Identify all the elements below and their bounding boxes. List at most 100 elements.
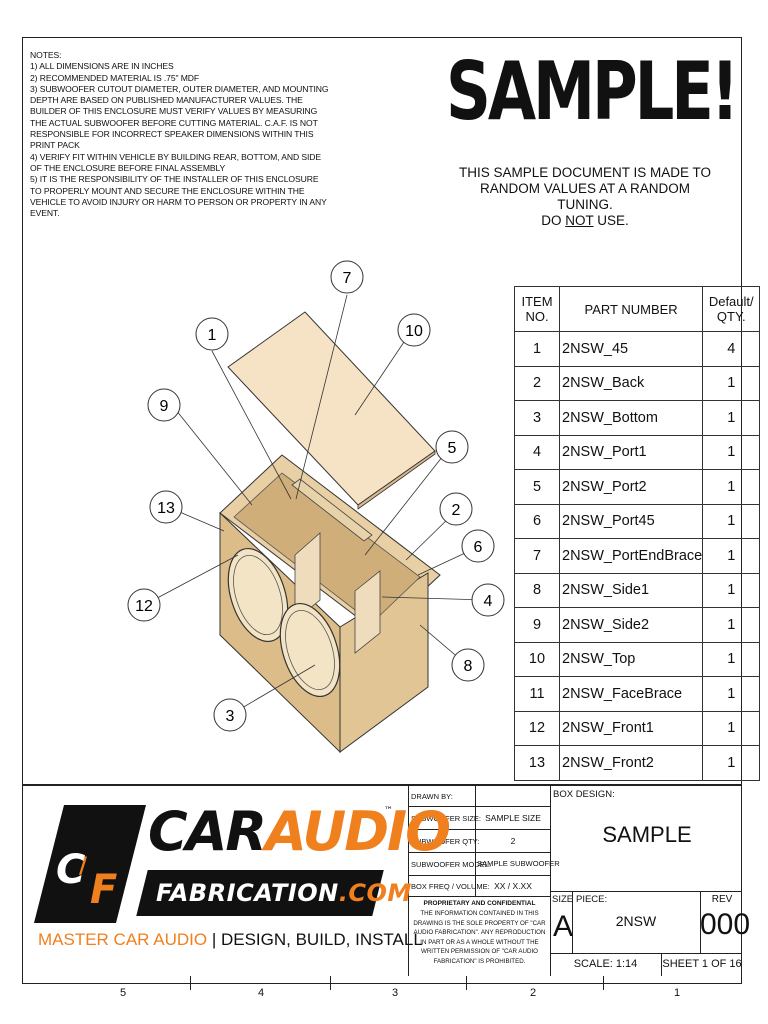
balloon-label: 10 xyxy=(405,323,423,340)
balloon-label: 3 xyxy=(226,708,235,725)
tb-size-divider xyxy=(572,891,573,953)
bom-qty: 1 xyxy=(702,641,761,677)
bom-qty: 4 xyxy=(702,331,761,367)
sample-line-1: THIS SAMPLE DOCUMENT IS MADE TO xyxy=(458,165,712,180)
balloon-label: 12 xyxy=(135,598,153,615)
woofer-ring-2 xyxy=(285,610,335,690)
bom-item-no: 6 xyxy=(514,503,560,539)
bom-item-no: 3 xyxy=(514,400,560,436)
piece-value: 2NSW xyxy=(615,913,657,929)
piece-label: PIECE: xyxy=(576,894,608,905)
rev-value: 000 xyxy=(700,908,751,941)
bom-part-number: 2NSW_Top xyxy=(558,641,704,677)
balloon-label: 6 xyxy=(474,539,483,556)
bom-qty: 1 xyxy=(702,400,761,436)
size-label: SIZE xyxy=(552,894,574,905)
bom-item-no: 2 xyxy=(514,365,560,401)
balloon-circle xyxy=(439,492,473,526)
balloon-circle xyxy=(330,260,364,294)
caf-mark-slash: / xyxy=(79,854,88,879)
sample-line-3-pre: DO xyxy=(541,213,566,228)
bom-qty: 1 xyxy=(702,710,761,746)
bom-item-no: 11 xyxy=(514,676,560,712)
bom-header-part: PART NUMBER xyxy=(558,286,704,332)
bom-item-no: 13 xyxy=(514,745,560,781)
balloon-label: 5 xyxy=(448,440,457,457)
logo-car: CAR xyxy=(148,800,267,863)
sub-qty-label: SUBWOOFER QTY: xyxy=(411,837,480,846)
bom-item-no: 1 xyxy=(514,331,560,367)
caf-mark-icon: C / F xyxy=(34,805,146,923)
tb-scale-divider xyxy=(661,953,662,976)
ruler-3: 3 xyxy=(392,987,399,999)
balloon-circle xyxy=(461,529,495,563)
sample-line-2: RANDOM VALUES AT A RANDOM TUNING. xyxy=(479,181,691,212)
titleblock-divider-label xyxy=(475,784,476,896)
drawn-by-label: DRAWN BY: xyxy=(411,792,453,801)
woofer-cutout-1 xyxy=(227,547,289,643)
port-panel xyxy=(291,478,373,542)
bom-header-qty: Default/QTY. xyxy=(702,286,761,332)
logo-tagline: MASTER CAR AUDIO | DESIGN, BUILD, INSTAL… xyxy=(38,930,423,950)
tb-row-2 xyxy=(408,829,550,830)
balloon-circle xyxy=(435,430,469,464)
ruler-tick-4 xyxy=(603,976,604,990)
bom-part-number: 2NSW_Side2 xyxy=(558,607,704,643)
proprietary-text: THE INFORMATION CONTAINED IN THIS DRAWIN… xyxy=(413,910,546,965)
ruler-4: 4 xyxy=(258,987,265,999)
bom-part-number: 2NSW_Port2 xyxy=(558,469,704,505)
sheet-text: SHEET 1 OF 16 xyxy=(662,958,742,970)
bom-part-number: 2NSW_Port45 xyxy=(558,503,704,539)
ruler-5: 5 xyxy=(120,987,127,999)
balloon-label: 9 xyxy=(160,398,169,415)
bom-part-number: 2NSW_Side1 xyxy=(558,572,704,608)
bom-qty: 1 xyxy=(702,745,761,781)
scale-text: SCALE: 1:14 xyxy=(573,958,638,970)
bom-qty: 1 xyxy=(702,365,761,401)
tb-row-4 xyxy=(408,875,550,876)
logo-trademark: ™ xyxy=(384,806,393,816)
balloon-circle xyxy=(471,583,505,617)
logo-dotcom: .COM xyxy=(338,879,412,907)
top-panel-edge xyxy=(357,450,436,510)
notes-block: NOTES: 1) ALL DIMENSIONS ARE IN INCHES 2… xyxy=(30,50,330,219)
bom-part-number: 2NSW_Port1 xyxy=(558,434,704,470)
titleblock-divider-left xyxy=(408,784,409,976)
sample-line-3-post: USE. xyxy=(593,213,629,228)
size-value: A xyxy=(553,910,574,943)
note-3: 3) SUBWOOFER CUTOUT DIAMETER, OUTER DIAM… xyxy=(30,83,331,151)
bom-item-no: 4 xyxy=(514,434,560,470)
balloon-circle xyxy=(147,388,181,422)
balloon-label: 1 xyxy=(208,327,217,344)
logo-audio: AUDIO xyxy=(265,800,451,863)
bom-part-number: 2NSW_Front2 xyxy=(558,745,704,781)
note-5: 5) IT IS THE RESPONSIBILITY OF THE INSTA… xyxy=(30,174,329,219)
ruler-tick-3 xyxy=(466,976,467,990)
balloon-label: 2 xyxy=(452,502,461,519)
ruler-2: 2 xyxy=(530,987,537,999)
logo-tagline-orange: MASTER CAR AUDIO xyxy=(38,930,208,949)
note-2: 2) RECOMMENDED MATERIAL IS .75" MDF xyxy=(30,72,200,83)
box-freq-value: XX / X.XX xyxy=(494,881,532,891)
titleblock-top-border xyxy=(22,784,742,786)
bom-part-number: 2NSW_45 xyxy=(558,331,704,367)
note-4: 4) VERIFY FIT WITHIN VEHICLE BY BUILDING… xyxy=(30,151,324,173)
balloon-circle xyxy=(195,317,229,351)
balloon-circle xyxy=(127,588,161,622)
sub-size-value: SAMPLE SIZE xyxy=(485,813,541,823)
bom-qty: 1 xyxy=(702,676,761,712)
box-design-value: SAMPLE xyxy=(602,822,692,847)
sample-disclaimer: THIS SAMPLE DOCUMENT IS MADE TO RANDOM V… xyxy=(455,165,715,229)
balloon-label: 7 xyxy=(343,270,352,287)
sample-title: SAMPLE! xyxy=(446,45,739,138)
tb-rev-divider xyxy=(700,891,701,953)
logo-fabrication: FABRICATION.COM xyxy=(156,879,412,907)
car-audio-fabrication-logo: C / F CARAUDIO ™ FABRICATION.COM MASTER … xyxy=(30,800,451,960)
